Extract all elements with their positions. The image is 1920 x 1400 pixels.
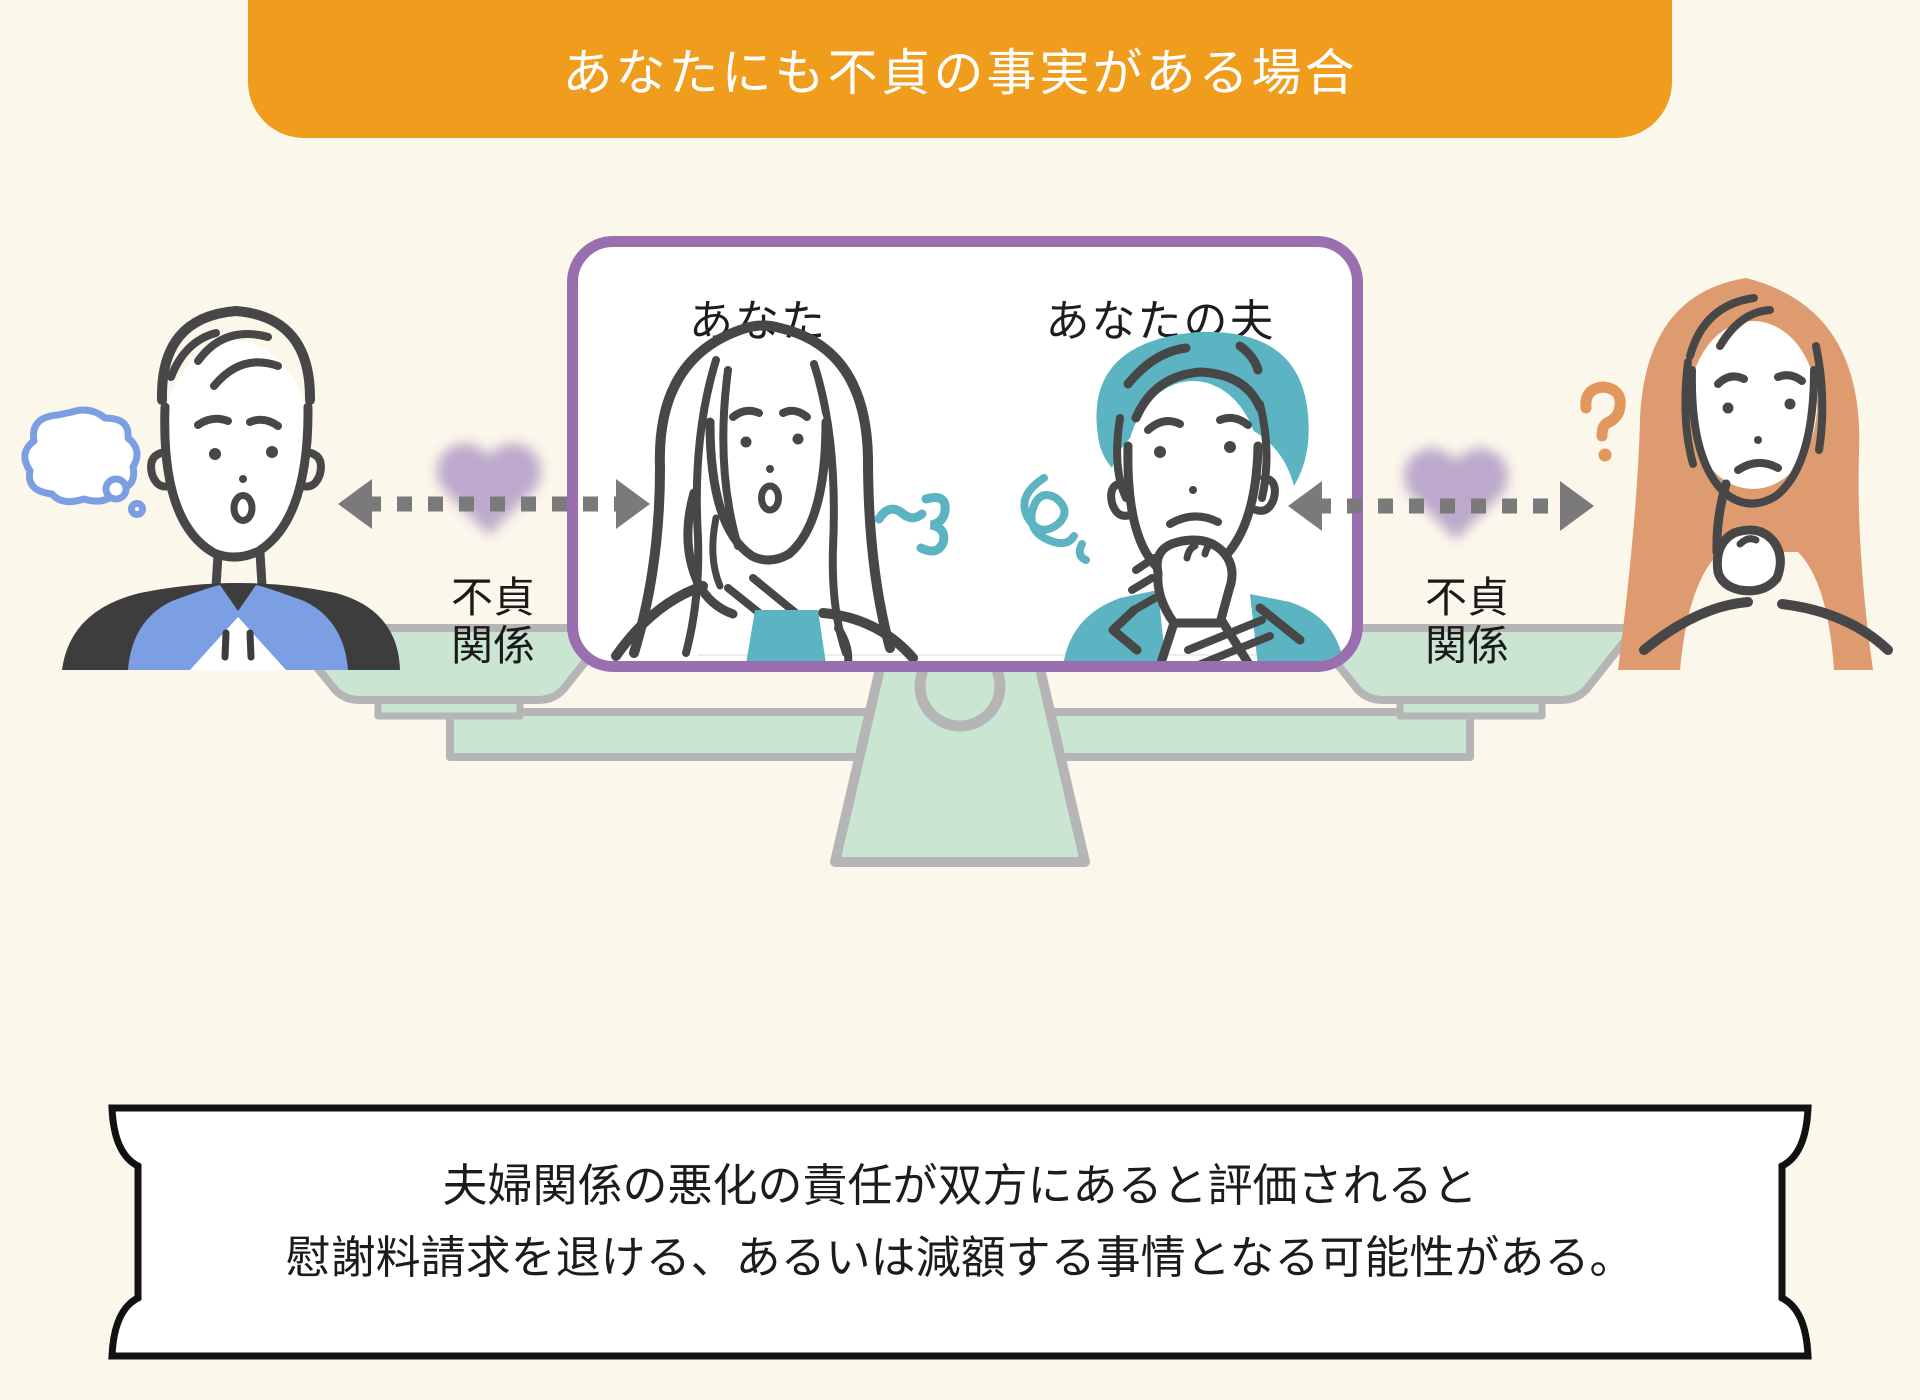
scale-right-pan (1304, 624, 1639, 704)
affair-partner-man-illustration (21, 306, 400, 670)
relation-label-right-line1: 不貞 (1424, 574, 1509, 621)
woman-bangs (1681, 294, 1827, 468)
illustration-floor-line (698, 654, 1338, 656)
man-face (161, 341, 311, 553)
dotted-arrow-left (338, 479, 650, 529)
title-banner: あなたにも不貞の事実がある場合 (248, 0, 1672, 138)
thought-bubble-icon (21, 406, 146, 518)
affair-partner-woman-illustration (1580, 278, 1893, 670)
worry-scribble-icon (1020, 474, 1090, 564)
wife-hair (629, 320, 895, 658)
wife-teal-top (746, 610, 826, 661)
wife-illustration (611, 320, 918, 661)
footer-note-line2: 慰謝料請求を退ける、あるいは減額する事情となる可能性がある。 (285, 1232, 1635, 1283)
footer-note-line1: 夫婦関係の悪化の責任が双方にあると評価されると (442, 1160, 1478, 1211)
footer-note: 夫婦関係の悪化の責任が双方にあると評価されると 慰謝料請求を退ける、あるいは減額… (100, 1150, 1820, 1294)
relation-label-right-line2: 関係 (1424, 622, 1509, 669)
footer-plaque (108, 1104, 1812, 1360)
man-hair (156, 306, 316, 405)
husband-fist (1152, 535, 1274, 661)
page-title: あなたにも不貞の事実がある場合 (562, 45, 1358, 101)
question-mark-icon (1580, 381, 1626, 462)
relation-label-left: 不貞 関係 (438, 574, 548, 670)
dotted-arrow-right (1288, 481, 1594, 531)
relation-label-left-line1: 不貞 (450, 574, 535, 621)
woman-hand (1712, 479, 1785, 596)
balance-scale-icon (281, 615, 1639, 867)
husband-illustration (1020, 331, 1344, 661)
relation-label-left-line2: 関係 (450, 622, 535, 669)
couple-box: あなた あなたの夫 (567, 236, 1363, 672)
relation-label-right: 不貞 関係 (1412, 574, 1522, 670)
sigh-squiggle-icon (874, 493, 950, 556)
man-body (62, 583, 400, 670)
